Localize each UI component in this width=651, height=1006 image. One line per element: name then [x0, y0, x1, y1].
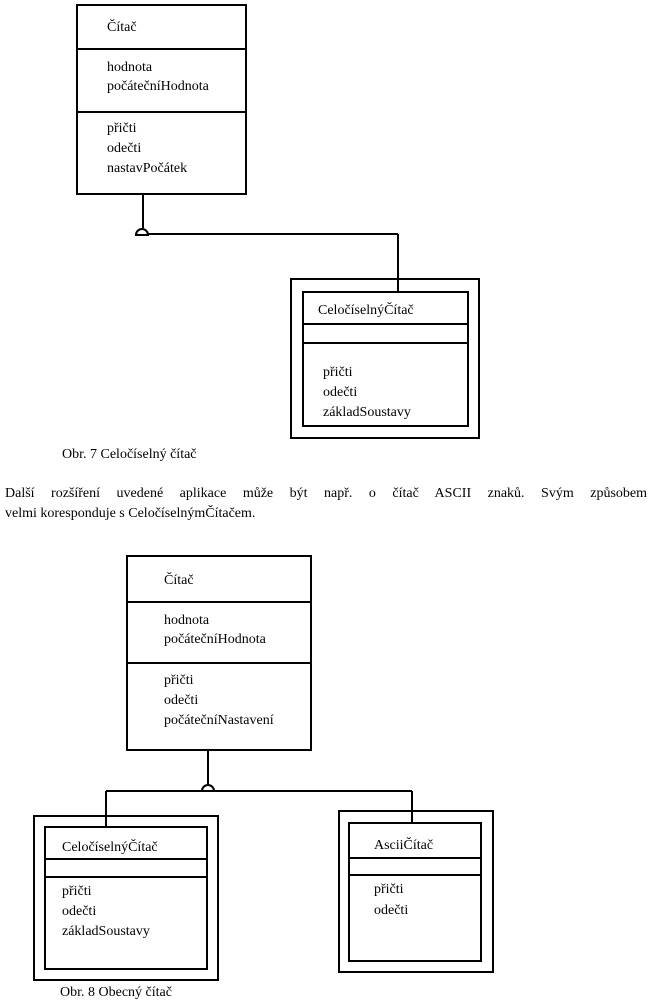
paragraph-line: velmi koresponduje s CeločíselnýmČítačem…	[5, 506, 256, 521]
operation: přičti	[164, 673, 194, 688]
operation: nastavPočátek	[107, 161, 188, 176]
paragraph-line: Další rozšíření uvedené aplikace může bý…	[5, 486, 647, 501]
fig8-left-derived-frame	[33, 815, 219, 981]
class-divider	[46, 876, 206, 878]
attribute: počátečníHodnota	[164, 632, 266, 647]
class-divider	[350, 857, 480, 859]
fig7-derived-frame	[290, 278, 480, 439]
operation: odečti	[62, 904, 97, 919]
fig8-caption: Obr. 8 Obecný čítač	[60, 985, 172, 1000]
attribute: počátečníHodnota	[107, 79, 209, 94]
operation: odečti	[164, 693, 199, 708]
class-divider	[304, 342, 467, 344]
class-name: CeločíselnýČítač	[62, 840, 158, 855]
operation: základSoustavy	[323, 405, 411, 420]
fig7-caption: Obr. 7 Celočíselný čítač	[62, 447, 197, 462]
operation: odečti	[107, 141, 142, 156]
fig7-inheritance-marker	[134, 228, 150, 236]
operation: přičti	[323, 365, 353, 380]
class-divider	[350, 874, 480, 876]
fig7-class-celociselny-citac: CeločíselnýČítač přičti odečti základSou…	[302, 291, 469, 427]
class-divider	[46, 858, 206, 860]
fig8-class-ascii-citac: AsciiČítač přičti odečti	[348, 822, 482, 962]
operation: přičti	[107, 121, 137, 136]
class-name: Čítač	[107, 20, 137, 35]
operation: přičti	[374, 882, 404, 897]
class-divider	[128, 601, 310, 603]
fig8-class-celociselny-citac: CeločíselnýČítač přičti odečti základSou…	[44, 826, 208, 970]
class-divider	[304, 323, 467, 325]
attribute: hodnota	[107, 60, 153, 75]
attribute: hodnota	[164, 613, 210, 628]
class-divider	[78, 48, 245, 50]
class-divider	[128, 662, 310, 664]
operation: počátečníNastavení	[164, 713, 274, 728]
class-name: Čítač	[164, 573, 194, 588]
class-name: AsciiČítač	[374, 838, 434, 853]
operation: odečti	[323, 385, 358, 400]
fig8-right-derived-frame	[338, 810, 494, 973]
operation: přičti	[62, 884, 92, 899]
fig7-class-citac: Čítač hodnota počátečníHodnota přičti od…	[76, 4, 247, 195]
class-name: CeločíselnýČítač	[318, 303, 414, 318]
operation: odečti	[374, 903, 409, 918]
class-divider	[78, 111, 245, 113]
body-paragraph: Další rozšíření uvedené aplikace může bý…	[5, 484, 647, 524]
operation: základSoustavy	[62, 924, 150, 939]
fig8-class-citac: Čítač hodnota počátečníHodnota přičti od…	[126, 555, 312, 751]
